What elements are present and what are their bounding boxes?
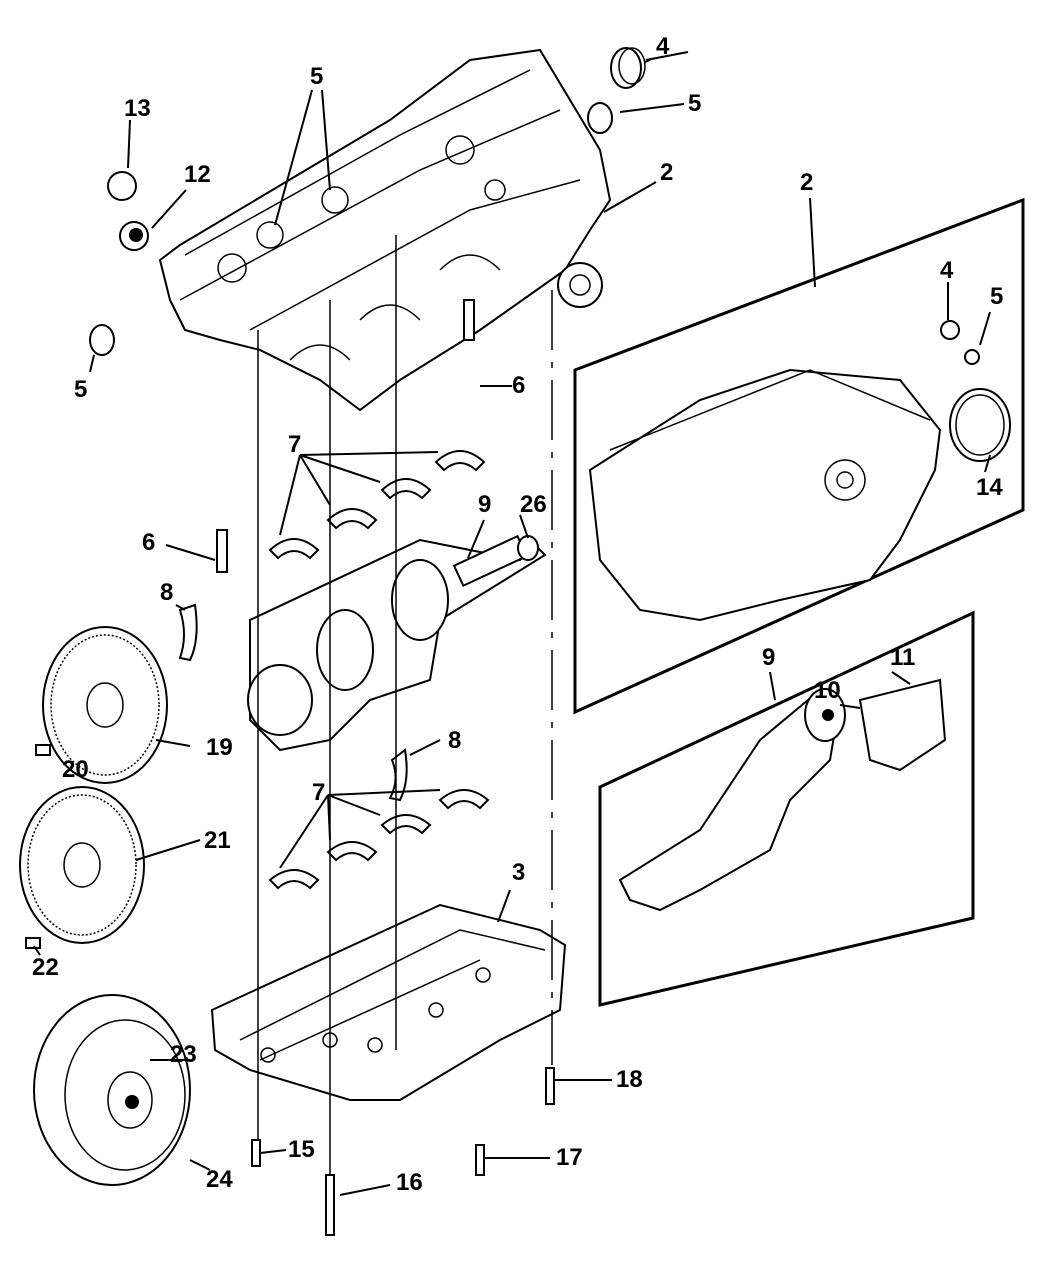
cam-bearing-5-left: [89, 324, 115, 356]
callout-2: 2: [800, 169, 813, 196]
leader-lines: [33, 51, 991, 1196]
thrust-washer: [178, 603, 198, 662]
callout-22: 22: [32, 954, 59, 981]
callout-4: 4: [656, 33, 670, 60]
main-bearings-upper: [268, 450, 486, 560]
inset-crankshaft-assembly: [598, 610, 975, 1007]
main-bearings-lower: [268, 789, 490, 890]
torque-converter: [33, 994, 191, 1186]
cam-bearing-5-upper: [587, 102, 613, 134]
callout-3: 3: [512, 859, 525, 886]
dowel-pin: [463, 299, 475, 341]
callout-23: 23: [170, 1041, 197, 1068]
callout-4: 4: [940, 257, 954, 284]
callout-7: 7: [288, 431, 301, 458]
callout-5: 5: [74, 376, 87, 403]
bolt: [25, 937, 41, 949]
callout-5: 5: [310, 63, 323, 90]
cam-bearing-4-upper: [610, 47, 646, 89]
callout-8: 8: [448, 727, 461, 754]
bolt: [475, 1144, 485, 1176]
callout-24: 24: [206, 1166, 233, 1193]
callout-8: 8: [160, 579, 173, 606]
plug-14: [107, 171, 137, 201]
engine-block-upper: [158, 48, 612, 412]
bolt: [545, 1067, 555, 1105]
callout-7: 7: [312, 779, 325, 806]
callout-26: 26: [520, 491, 547, 518]
callout-9: 9: [762, 644, 775, 671]
dowel-pin: [216, 529, 228, 573]
bolt: [325, 1174, 335, 1236]
bolt: [35, 744, 51, 756]
callout-11: 11: [890, 644, 915, 671]
callout-14: 13: [124, 95, 151, 122]
callout-10: 10: [814, 677, 841, 704]
callout-21: 21: [204, 827, 231, 854]
flexplate: [42, 626, 168, 784]
callout-12: 14: [976, 474, 1003, 501]
callout-20: 20: [62, 756, 89, 783]
callout-18: 18: [616, 1066, 643, 1093]
callout-16: 16: [396, 1169, 423, 1196]
seal-13: [119, 221, 149, 251]
callout-17: 17: [556, 1144, 583, 1171]
bedplate: [210, 903, 567, 1101]
callout-5: 5: [990, 283, 1003, 310]
callout-2: 2: [660, 159, 673, 186]
inset-block-assembly: [573, 197, 1025, 715]
crankshaft: [247, 534, 547, 752]
callout-13: 12: [184, 161, 211, 188]
bolt: [251, 1139, 261, 1167]
callout-5: 5: [688, 90, 701, 117]
callout-labels: 13 12 5 4 5 2 5 6 6 7 9 26 8 19 20 8 7 2…: [32, 33, 1003, 1196]
callout-9: 9: [478, 491, 491, 518]
callout-6: 6: [512, 372, 525, 399]
callout-19: 19: [206, 734, 233, 761]
callout-6: 6: [142, 529, 155, 556]
callout-15: 15: [288, 1136, 315, 1163]
flexplate-auto: [19, 786, 145, 944]
